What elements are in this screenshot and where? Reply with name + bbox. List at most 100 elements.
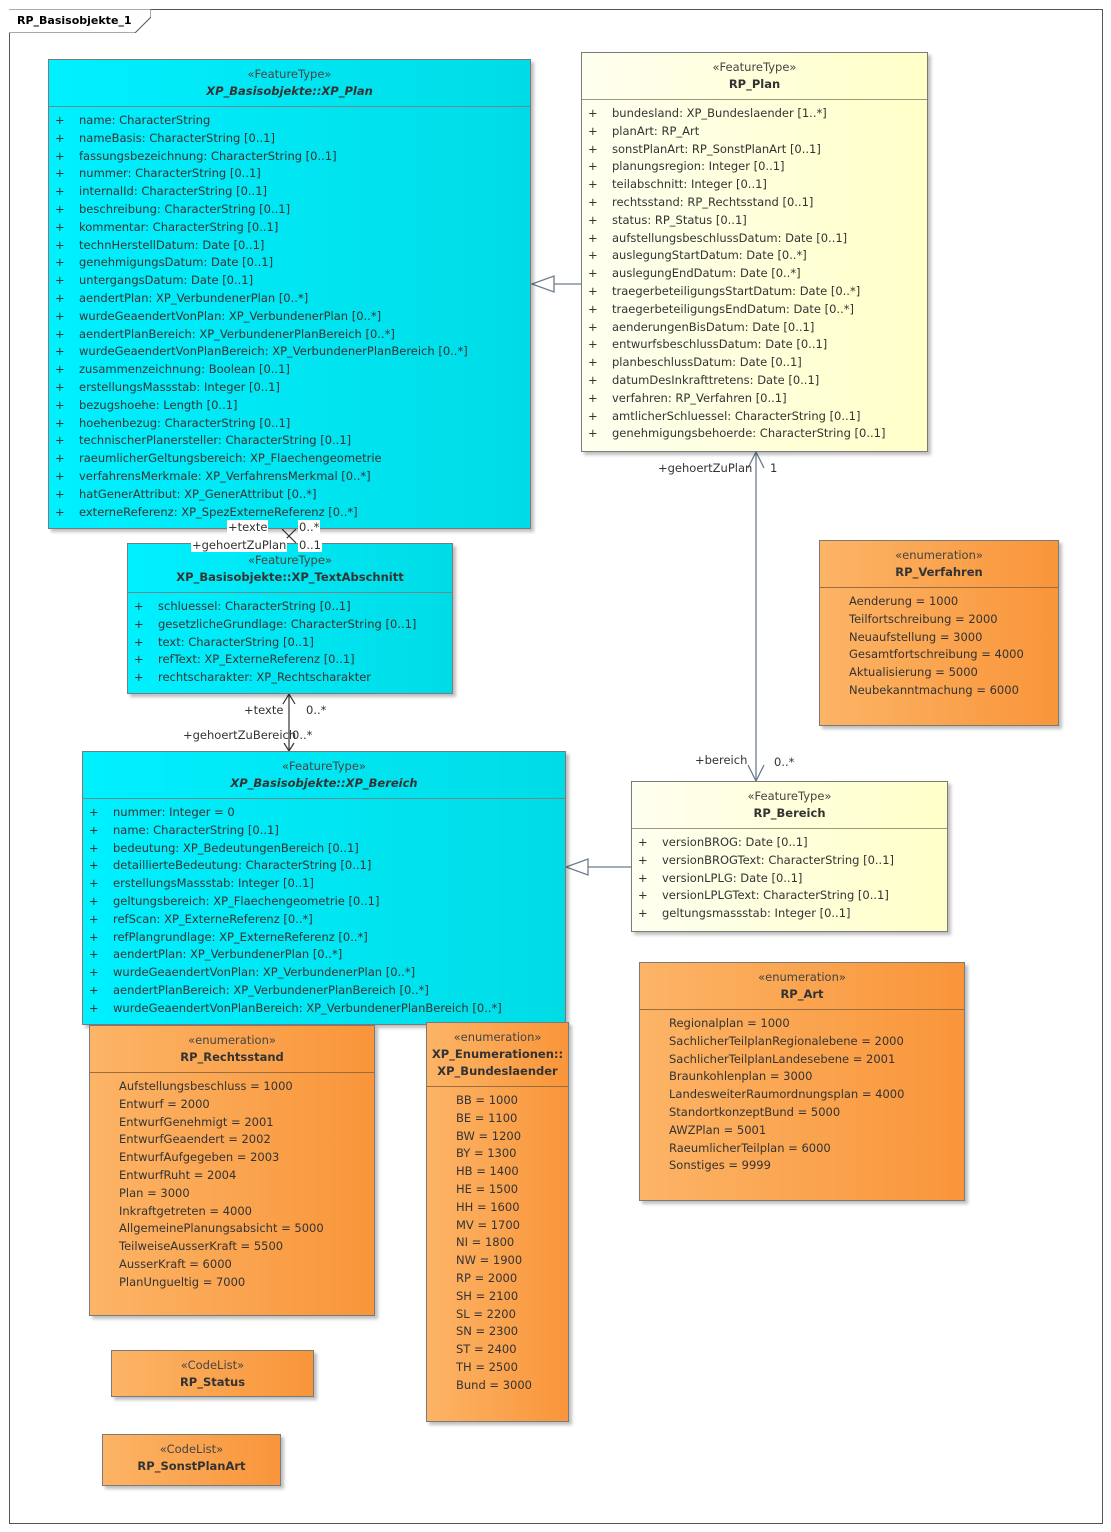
rp-art-enum[interactable]: «enumeration» RP_Art Regionalplan = 1000… xyxy=(639,962,965,1201)
enum-literal-text: Inkraftgetreten = 4000 xyxy=(119,1203,252,1218)
attribute-row: +teilabschnitt: Integer [0..1] xyxy=(582,176,927,194)
attribute-row: +technischerPlanersteller: CharacterStri… xyxy=(49,432,530,450)
attribute-text: bezugshoehe: Length [0..1] xyxy=(79,397,238,412)
plan-texte-role-label: +texte xyxy=(227,520,269,534)
enum-literal: RP = 2000 xyxy=(427,1270,568,1288)
xp-bereich-stereotype: «FeatureType» xyxy=(282,759,366,773)
public-visibility-marker: + xyxy=(89,805,99,819)
rp-bereich-class[interactable]: «FeatureType» RP_Bereich +versionBROG: D… xyxy=(631,781,948,932)
rp-bereich-stereotype: «FeatureType» xyxy=(747,789,832,803)
rp-plan-class[interactable]: «FeatureType» RP_Plan +bundesland: XP_Bu… xyxy=(581,52,928,452)
xp-plan-class[interactable]: «FeatureType» XP_Basisobjekte::XP_Plan +… xyxy=(48,59,531,529)
enum-literal: SachlicherTeilplanRegionalebene = 2000 xyxy=(640,1033,964,1051)
xp-bundeslaender-separator xyxy=(427,1086,568,1087)
attribute-text: beschreibung: CharacterString [0..1] xyxy=(79,201,291,216)
public-visibility-marker: + xyxy=(89,1000,99,1015)
public-visibility-marker: + xyxy=(588,159,598,174)
public-visibility-marker: + xyxy=(134,634,144,649)
public-visibility-marker: + xyxy=(55,290,65,305)
enum-literal: SachlicherTeilplanLandesebene = 2001 xyxy=(640,1051,964,1069)
attribute-row: +externeReferenz: XP_SpezExterneReferenz… xyxy=(49,504,530,522)
attribute-row: +detaillierteBedeutung: CharacterString … xyxy=(83,857,565,875)
attribute-row: +beschreibung: CharacterString [0..1] xyxy=(49,201,530,219)
xp-textabschnitt-class[interactable]: «FeatureType» XP_Basisobjekte::XP_TextAb… xyxy=(127,543,453,694)
xp-bundeslaender-enum[interactable]: «enumeration» XP_Enumerationen:: XP_Bund… xyxy=(426,1022,569,1422)
enum-literal: Aenderung = 1000 xyxy=(820,593,1058,611)
attribute-row: +internalId: CharacterString [0..1] xyxy=(49,183,530,201)
enum-literal-text: SL = 2200 xyxy=(456,1306,516,1321)
enum-literal-text: Sonstiges = 9999 xyxy=(669,1158,771,1173)
attribute-text: refScan: XP_ExterneReferenz [0..*] xyxy=(113,911,313,926)
xp-bereich-separator xyxy=(83,798,565,799)
public-visibility-marker: + xyxy=(588,426,598,441)
enum-literal: RaeumlicherTeilplan = 6000 xyxy=(640,1140,964,1158)
enum-literal-text: Aufstellungsbeschluss = 1000 xyxy=(119,1079,293,1093)
rp-rechtsstand-stereotype: «enumeration» xyxy=(188,1033,276,1047)
enum-literal-text: Neuaufstellung = 3000 xyxy=(849,629,983,644)
attribute-row: +amtlicherSchluessel: CharacterString [0… xyxy=(582,408,927,426)
attribute-text: wurdeGeaendertVonPlan: XP_VerbundenerPla… xyxy=(113,965,416,980)
attribute-text: versionLPLG: Date [0..1] xyxy=(662,870,803,885)
public-visibility-marker: + xyxy=(588,337,598,352)
rp-sonstplanart-codelist[interactable]: «CodeList» RP_SonstPlanArt xyxy=(102,1434,281,1486)
attribute-text: aendertPlan: XP_VerbundenerPlan [0..*] xyxy=(79,290,309,305)
attribute-text: planungsregion: Integer [0..1] xyxy=(612,159,785,174)
rp-rechtsstand-enum[interactable]: «enumeration» RP_Rechtsstand Aufstellung… xyxy=(89,1025,375,1316)
enum-literal: Teilfortschreibung = 2000 xyxy=(820,611,1058,629)
enum-literal-text: EntwurfRuht = 2004 xyxy=(119,1167,237,1182)
rp-status-codelist[interactable]: «CodeList» RP_Status xyxy=(111,1350,314,1397)
public-visibility-marker: + xyxy=(55,184,65,199)
attribute-text: aendertPlanBereich: XP_VerbundenerPlanBe… xyxy=(113,982,429,997)
enum-literal: TeilweiseAusserKraft = 5500 xyxy=(90,1238,374,1256)
title-tab-outline xyxy=(9,9,151,33)
enum-literal-text: NI = 1800 xyxy=(456,1235,515,1250)
attribute-text: genehmigungsDatum: Date [0..1] xyxy=(79,255,274,270)
attribute-row: +gesetzlicheGrundlage: CharacterString [… xyxy=(128,616,452,634)
enum-literal-text: BB = 1000 xyxy=(456,1093,518,1107)
attribute-row: +planbeschlussDatum: Date [0..1] xyxy=(582,354,927,372)
enum-literal: Aktualisierung = 5000 xyxy=(820,664,1058,682)
attribute-text: genehmigungsbehoerde: CharacterString [0… xyxy=(612,426,886,441)
enum-literal-text: ST = 2400 xyxy=(456,1342,517,1357)
rp-bereich-name: RP_Bereich xyxy=(753,806,826,820)
attribute-text: auslegungStartDatum: Date [0..*] xyxy=(612,248,807,263)
rp-verfahren-separator xyxy=(820,587,1058,588)
enum-literal-text: RaeumlicherTeilplan = 6000 xyxy=(669,1140,831,1155)
attribute-row: +aendertPlan: XP_VerbundenerPlan [0..*] xyxy=(83,946,565,964)
attribute-row: + aendertPlan: XP_VerbundenerPlan [0..*] xyxy=(49,290,530,308)
enum-literal-text: TeilweiseAusserKraft = 5500 xyxy=(119,1239,284,1254)
attribute-text: aendertPlanBereich: XP_VerbundenerPlanBe… xyxy=(79,326,395,341)
rp-art-stereotype: «enumeration» xyxy=(758,970,846,984)
public-visibility-marker: + xyxy=(588,319,598,334)
rp-verfahren-enum[interactable]: «enumeration» RP_Verfahren Aenderung = 1… xyxy=(819,540,1059,726)
enum-literal-text: MV = 1700 xyxy=(456,1217,521,1232)
attribute-text: aenderungenBisDatum: Date [0..1] xyxy=(612,319,815,334)
xp-plan-name: XP_Basisobjekte::XP_Plan xyxy=(206,84,373,98)
xp-bereich-class[interactable]: «FeatureType» XP_Basisobjekte::XP_Bereic… xyxy=(82,751,566,1025)
attribute-row: +versionBROGText: CharacterString [0..1] xyxy=(632,852,947,870)
enum-literal: AllgemeinePlanungsabsicht = 5000 xyxy=(90,1220,374,1238)
public-visibility-marker: + xyxy=(55,166,65,181)
public-visibility-marker: + xyxy=(55,344,65,359)
xp-plan-separator xyxy=(49,106,530,107)
public-visibility-marker: + xyxy=(55,326,65,341)
public-visibility-marker: + xyxy=(89,982,99,997)
public-visibility-marker: + xyxy=(638,870,648,885)
public-visibility-marker: + xyxy=(89,911,99,926)
attribute-row: +hatGenerAttribut: XP_GenerAttribut [0..… xyxy=(49,486,530,504)
attribute-row: +versionBROG: Date [0..1] xyxy=(632,834,947,852)
attribute-text: text: CharacterString [0..1] xyxy=(158,634,314,649)
public-visibility-marker: + xyxy=(89,858,99,873)
xp-textabschnitt-attributes: +schluessel: CharacterString [0..1]+gese… xyxy=(128,593,452,687)
public-visibility-marker: + xyxy=(588,283,598,298)
public-visibility-marker: + xyxy=(134,670,144,685)
xp-bereich-attributes: +nummer: Integer = 0+name: CharacterStri… xyxy=(83,799,565,1018)
enum-literal: AusserKraft = 6000 xyxy=(90,1256,374,1274)
enum-literal: Plan = 3000 xyxy=(90,1185,374,1203)
attribute-row: +fassungsbezeichnung: CharacterString [0… xyxy=(49,148,530,166)
attribute-text: versionBROGText: CharacterString [0..1] xyxy=(662,852,895,867)
public-visibility-marker: + xyxy=(588,390,598,405)
attribute-text: traegerbeteiligungsEndDatum: Date [0..*] xyxy=(612,301,854,316)
attribute-row: +bundesland: XP_Bundeslaender [1..*] xyxy=(582,105,927,123)
attribute-row: +hoehenbezug: CharacterString [0..1] xyxy=(49,415,530,433)
